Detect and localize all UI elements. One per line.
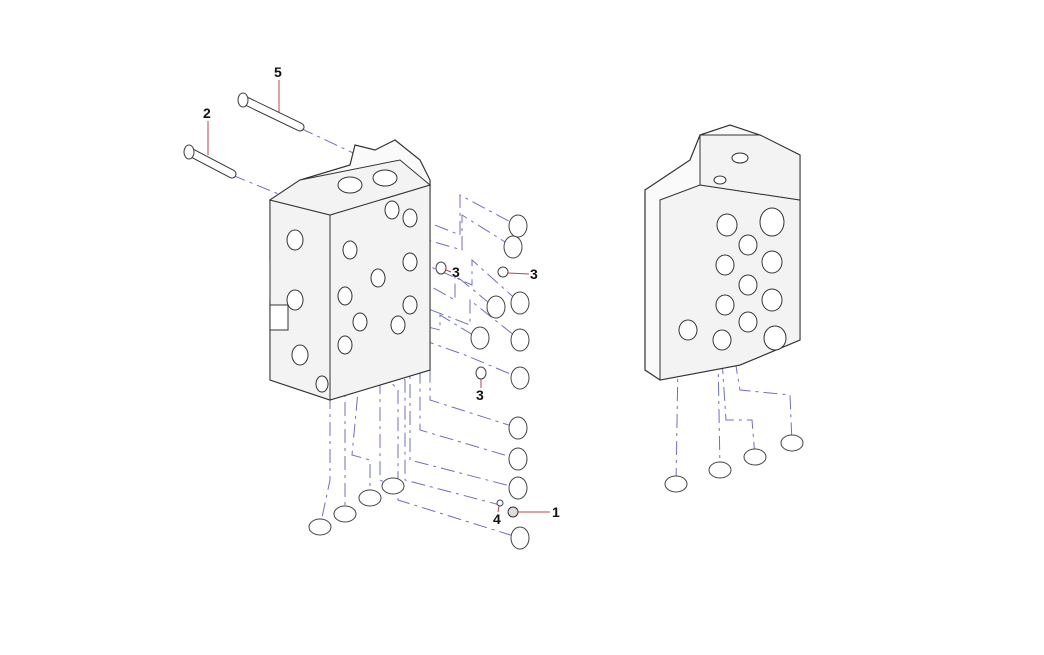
- valve-block-front-view: [268, 139, 432, 401]
- o-ring: [308, 518, 332, 536]
- callout-5: 5: [274, 64, 282, 80]
- o-ring: [486, 295, 506, 319]
- small-o-ring-4: [496, 499, 504, 507]
- small-o-ring: [475, 366, 487, 380]
- o-ring: [508, 447, 528, 471]
- o-ring: [508, 416, 528, 440]
- callout-1: 1: [552, 504, 560, 520]
- small-o-ring: [497, 266, 509, 278]
- o-ring: [664, 475, 688, 493]
- callout-3: 3: [476, 387, 484, 403]
- valve-block-rear-view: [644, 124, 801, 381]
- leader-lines: [207, 80, 550, 513]
- callout-3: 3: [530, 266, 538, 282]
- callout-2: 2: [203, 105, 211, 121]
- o-ring: [508, 476, 528, 500]
- o-ring: [510, 291, 530, 315]
- o-ring: [510, 366, 530, 390]
- o-ring: [743, 448, 767, 466]
- bolt-5: [237, 92, 305, 132]
- small-o-ring: [435, 261, 447, 275]
- o-ring: [381, 477, 405, 495]
- o-ring: [333, 505, 357, 523]
- o-ring: [708, 461, 732, 479]
- o-ring: [510, 526, 530, 550]
- o-ring: [508, 214, 528, 238]
- o-ring: [510, 328, 530, 352]
- o-ring: [358, 489, 382, 507]
- callout-3: 3: [452, 264, 460, 280]
- o-ring: [470, 326, 490, 350]
- callout-4: 4: [493, 511, 501, 527]
- bolt-2: [183, 144, 237, 179]
- o-ring: [780, 434, 804, 452]
- o-ring: [503, 235, 523, 259]
- o-rings: [308, 214, 804, 550]
- plug-1: [507, 506, 519, 518]
